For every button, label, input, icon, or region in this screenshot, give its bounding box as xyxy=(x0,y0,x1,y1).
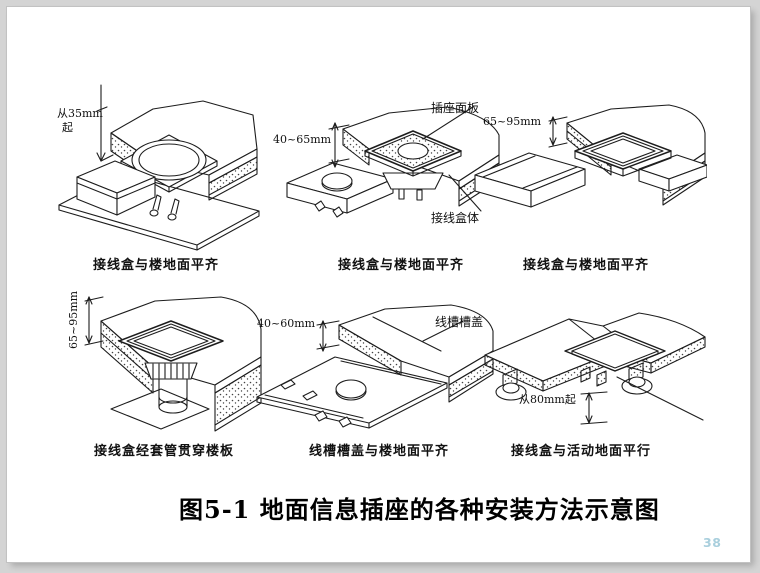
diagram-caption: 接线盒与楼地面平齐 xyxy=(337,258,465,273)
isometric-drawing-6 xyxy=(484,312,706,425)
part-label-duct-cover: 线槽槽盖 xyxy=(435,315,484,329)
dimension-label: 从35mm xyxy=(57,107,103,120)
diagram-caption: 线槽槽盖与楼地面平齐 xyxy=(308,444,450,459)
dimension-label: 40~60mm xyxy=(257,317,316,330)
dimension-label: 65~95mm xyxy=(67,290,80,349)
part-label-junction-box-body: 接线盒体 xyxy=(431,211,480,225)
diagram-caption: 接线盒与楼地面平齐 xyxy=(92,258,220,273)
dimension-label: 40~65mm xyxy=(273,133,332,146)
diagram-box-flush-floor-round: 从35mm 起 xyxy=(57,77,262,252)
slide-canvas: 从35mm 起 接线盒与楼地面平齐 xyxy=(7,7,750,562)
isometric-drawing-3 xyxy=(474,104,707,208)
figure-title: 图5-1 地面信息插座的各种安装方法示意图 xyxy=(179,495,660,524)
isometric-drawing-4 xyxy=(84,296,262,432)
isometric-drawing-1 xyxy=(58,84,260,251)
diagram-caption: 接线盒经套管贯穿楼板 xyxy=(93,444,235,459)
diagram-box-flush-floor-ducts: 65~95mm xyxy=(471,89,707,254)
dimension-label: 起 xyxy=(62,121,73,134)
page-number: 38 xyxy=(703,535,722,550)
isometric-drawing-2 xyxy=(286,106,500,218)
diagram-box-flush-floor-panel: 40~65mm 插座面板 接线盒体 xyxy=(265,89,507,254)
dimension-label: 65~95mm xyxy=(483,115,542,128)
part-label-socket-panel: 插座面板 xyxy=(431,101,480,115)
diagram-box-through-sleeve: 65~95mm xyxy=(57,285,267,443)
diagram-duct-cover-flush: 40~60mm 线槽槽盖 xyxy=(251,291,499,443)
dimension-label: 从80mm起 xyxy=(519,393,576,406)
isometric-drawing-5 xyxy=(256,304,494,429)
diagram-caption: 接线盒与活动地面平行 xyxy=(510,444,652,459)
diagram-box-raised-floor: 从80mm起 xyxy=(477,293,715,443)
diagram-caption: 接线盒与楼地面平齐 xyxy=(522,258,650,273)
